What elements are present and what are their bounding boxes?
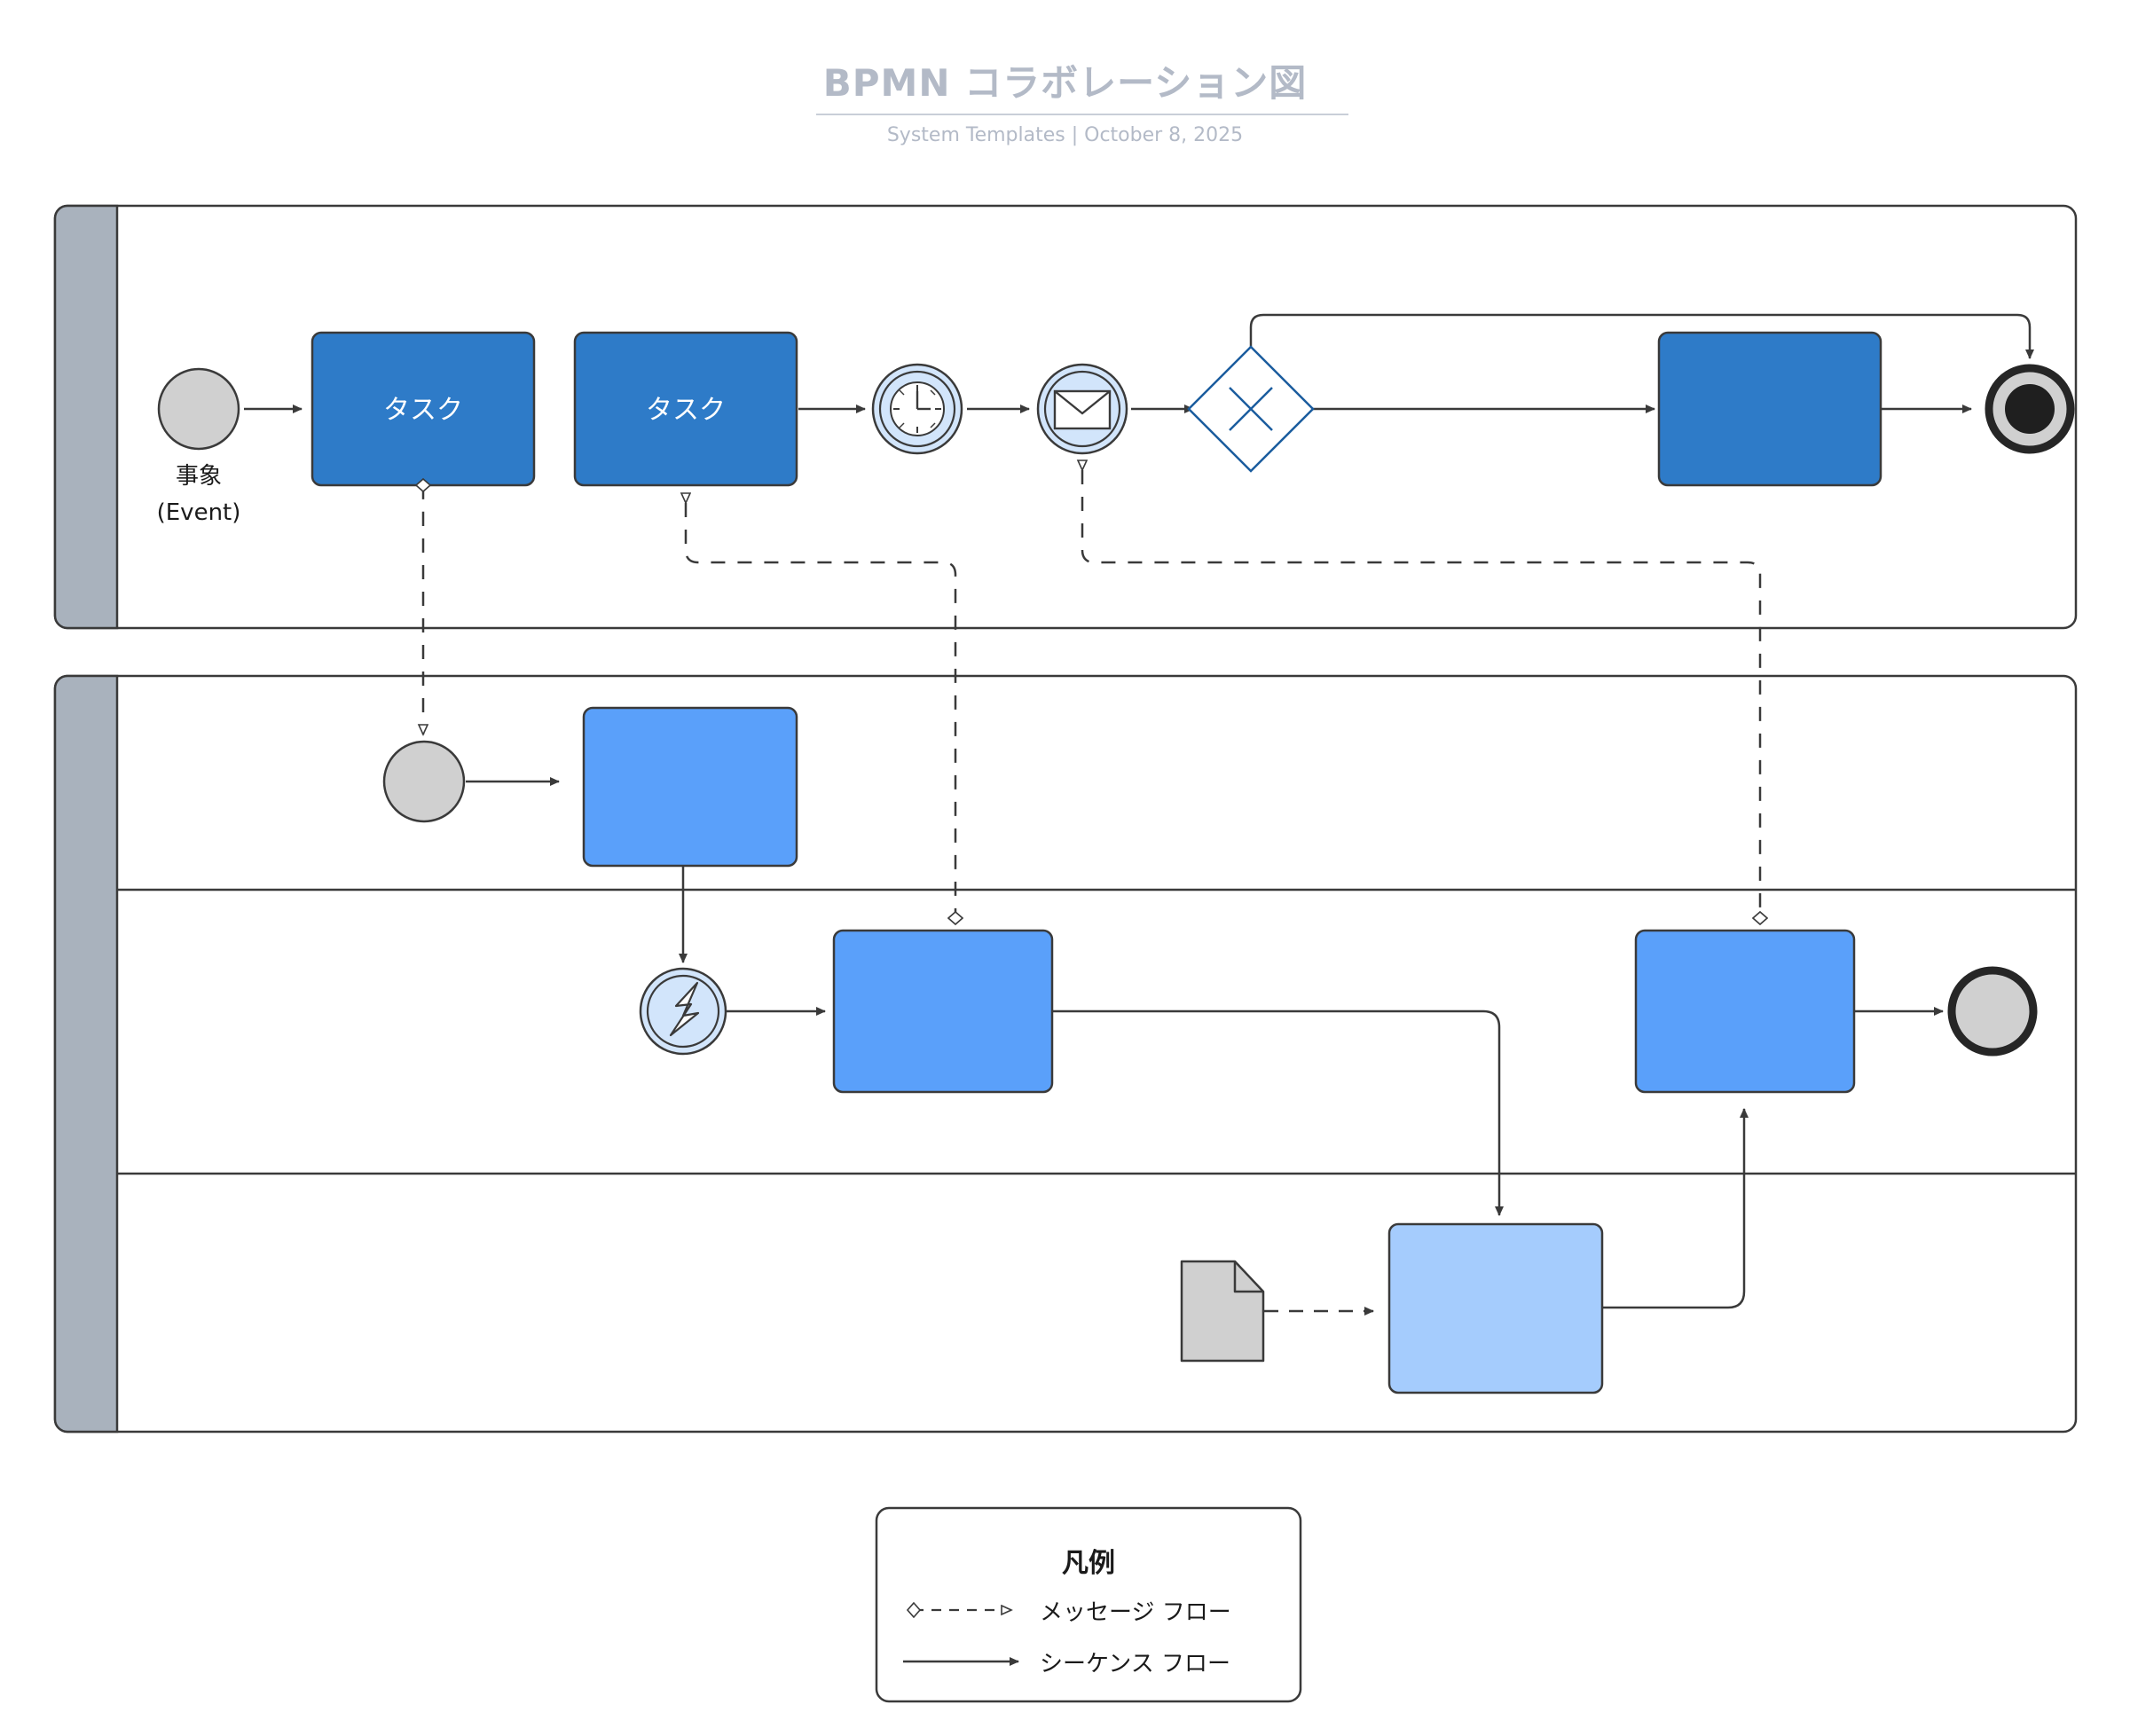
pool-2-sequence-flows [466,777,1944,1316]
task-1-label: タスク [383,395,463,426]
sequence-flow-task7-task6 [1602,1108,1749,1309]
message-flows [423,470,1760,918]
end-event-1-core [2005,384,2055,434]
clock-icon [890,381,945,436]
page-title: BPMN コラボレーション図 [822,61,1308,105]
task-7[interactable] [1387,1222,1604,1394]
task-1[interactable]: タスク [310,331,536,487]
task-2-box [573,331,798,487]
data-object-1-page [1180,1260,1265,1363]
signal-event-1[interactable] [639,967,727,1056]
lightning-bolt-icon [669,981,700,1037]
task-2[interactable]: タスク [573,331,798,487]
task-4[interactable] [582,706,798,868]
envelope-icon [1053,389,1112,430]
pool-1-header-strip [53,204,119,630]
task-2-label: タスク [646,395,726,426]
start-event-1-circle [157,367,240,451]
legend-box [875,1506,1302,1703]
start-event-2[interactable] [382,740,466,823]
message-event-1[interactable] [1036,363,1128,455]
sequence-flow-gateway-end1-bypass [1249,313,2034,359]
start-event-1-label-line2: (Event) [157,499,241,526]
task-6[interactable] [1634,929,1856,1094]
legend-message-flow: メッセージ フロー [914,1599,1231,1626]
start-event-1[interactable]: 事象 (Event) [157,367,241,526]
task-4-box [582,706,798,868]
data-object-1-fold [1233,1261,1263,1293]
end-event-2-ring [1947,966,2038,1057]
timer-event-1[interactable] [871,363,963,455]
data-object-1[interactable] [1180,1260,1265,1363]
legend-sequence-flow: シーケンス フロー [903,1651,1230,1677]
task-6-box [1634,929,1856,1094]
legend[interactable]: 凡例 メッセージ フロー シーケンス フロー [875,1506,1302,1703]
title-divider [816,114,1348,115]
sequence-flow-task5-task7 [1052,1009,1504,1216]
legend-sequence-flow-label: シーケンス フロー [1040,1651,1230,1677]
pool-1-sequence-flows [244,313,2034,413]
start-event-2-circle [382,740,466,823]
task-7-box [1387,1222,1604,1394]
message-flow-task5-to-task2 [686,503,955,918]
pool-2-header-strip [53,674,119,1434]
start-event-1-label-line1: 事象 [176,463,222,490]
end-event-2[interactable] [1947,966,2038,1057]
task-5[interactable] [832,929,1054,1094]
signal-event-1-inner-circle [646,974,720,1049]
task-5-box [832,929,1054,1094]
gateway-1-x-stroke-b [1229,387,1273,431]
page-subtitle: System Templates | October 8, 2025 [886,124,1244,146]
end-event-1[interactable] [1985,364,2075,454]
legend-message-flow-label: メッセージ フロー [1040,1599,1231,1626]
legend-title: 凡例 [1062,1548,1115,1579]
message-flow-task6-to-message-event [1082,470,1760,918]
task-3-box [1657,331,1882,487]
task-3[interactable] [1657,331,1882,487]
